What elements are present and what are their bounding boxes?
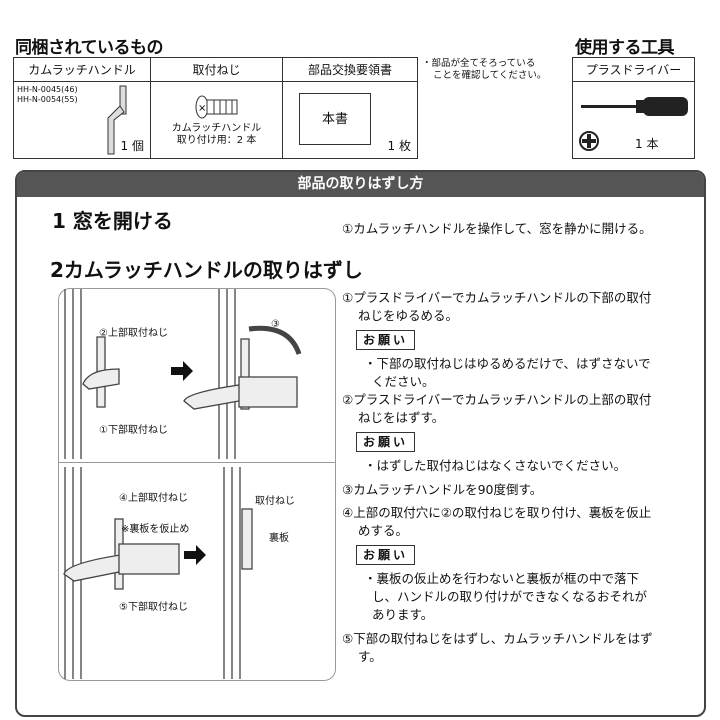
screw-desc-2: 取り付け用：2 本	[176, 135, 257, 146]
step2-instructions: ①プラスドライバーでカムラッチハンドルの下部の取付 ねじをゆるめる。 お願い ・…	[342, 289, 682, 666]
step1-title: 1 窓を開ける	[52, 209, 173, 233]
included-table: カムラッチハンドル取付ねじ部品交換要領書 HH-N-0045(46) HH-N-…	[13, 57, 418, 159]
manual-box: 本書	[299, 93, 371, 145]
phillips-icon	[579, 131, 599, 151]
note-1a: ・下部の取付ねじはゆるめるだけで、はずさないで	[364, 356, 651, 371]
svg-text:×: ×	[198, 103, 206, 114]
tools-title: 使用する工具	[575, 38, 675, 58]
label-circle-3: ③	[271, 319, 280, 330]
label-lower-screw: ①下部取付ねじ	[99, 425, 168, 436]
model-1: HH-N-0045(46)	[17, 85, 78, 94]
screw-desc-1: カムラッチハンドル	[171, 123, 262, 134]
instr-1b: ねじをゆるめる。	[358, 308, 459, 323]
label-backplate: 裏板	[269, 533, 289, 544]
instr-4b: めする。	[358, 523, 409, 538]
note-2: ・はずした取付ねじはなくさないでください。	[364, 458, 627, 473]
note-4b: し、ハンドルの取り付けができなくなるおそれが	[372, 589, 648, 604]
onegai-badge-2: お願い	[356, 432, 416, 452]
instr-5b: す。	[358, 649, 382, 664]
step2-title: 2カムラッチハンドルの取りはずし	[50, 258, 363, 282]
screwdriver-icon	[581, 97, 688, 116]
handle-removal-illustration	[63, 289, 302, 679]
handle-qty: 1 個	[120, 139, 144, 153]
onegai-badge-1: お願い	[356, 330, 416, 350]
screw-cell: × カムラッチハンドル 取り付け用：2 本	[150, 81, 283, 159]
label-upper-screw-4: ④上部取付ねじ	[119, 493, 188, 504]
instr-2b: ねじをはずす。	[358, 410, 445, 425]
handle-cell: HH-N-0045(46) HH-N-0054(55) 1 個	[13, 81, 151, 159]
label-lower-screw-5: ⑤下部取付ねじ	[119, 602, 188, 613]
note-1b: ください。	[372, 374, 435, 389]
instr-5a: ⑤下部の取付ねじをはずし、カムラッチハンドルをはず	[342, 631, 653, 646]
manual-qty: 1 枚	[387, 139, 411, 153]
note-4c: あります。	[372, 607, 434, 622]
note-4a: ・裏板の仮止めを行わないと裏板が框の中で落下	[364, 571, 640, 586]
header-screw: 取付ねじ	[150, 57, 283, 82]
step1-text: ①カムラッチハンドルを操作して、窓を静かに開ける。	[342, 221, 652, 236]
label-temp-fix: ※裏板を仮止め	[121, 524, 190, 535]
manual-cell: 本書 1 枚	[282, 81, 418, 159]
section-title: 部品の取りはずし方	[17, 172, 704, 197]
label-upper-screw: ②上部取付ねじ	[99, 328, 168, 339]
tool-qty: 1 本	[635, 137, 659, 151]
tool-header: プラスドライバー	[573, 58, 694, 82]
instr-2a: ②プラスドライバーでカムラッチハンドルの上部の取付	[342, 392, 652, 407]
header-handle: カムラッチハンドル	[13, 57, 151, 82]
note-line-2: ことを確認してください。	[433, 70, 547, 81]
model-2: HH-N-0054(55)	[17, 95, 78, 104]
instr-4a: ④上部の取付穴に②の取付ねじを取り付け、裏板を仮止	[342, 505, 652, 520]
label-screw: 取付ねじ	[255, 496, 295, 507]
instr-1a: ①プラスドライバーでカムラッチハンドルの下部の取付	[342, 290, 652, 305]
onegai-badge-3: お願い	[356, 545, 416, 565]
screw-icon: ×	[195, 95, 237, 119]
removal-section: 部品の取りはずし方	[15, 170, 706, 717]
tools-box: プラスドライバー 1 本	[572, 57, 695, 159]
header-manual: 部品交換要領書	[282, 57, 418, 82]
included-title: 同梱されているもの	[15, 38, 164, 58]
handle-icon	[107, 85, 127, 155]
instr-3: ③カムラッチハンドルを90度倒す。	[342, 482, 543, 497]
illustration-panel: ②上部取付ねじ ①下部取付ねじ ③ ④上部取付ねじ ※裏板を仮止め ⑤下部取付ね…	[58, 288, 336, 681]
note-line-1: ・部品が全てそろっている	[422, 58, 536, 69]
